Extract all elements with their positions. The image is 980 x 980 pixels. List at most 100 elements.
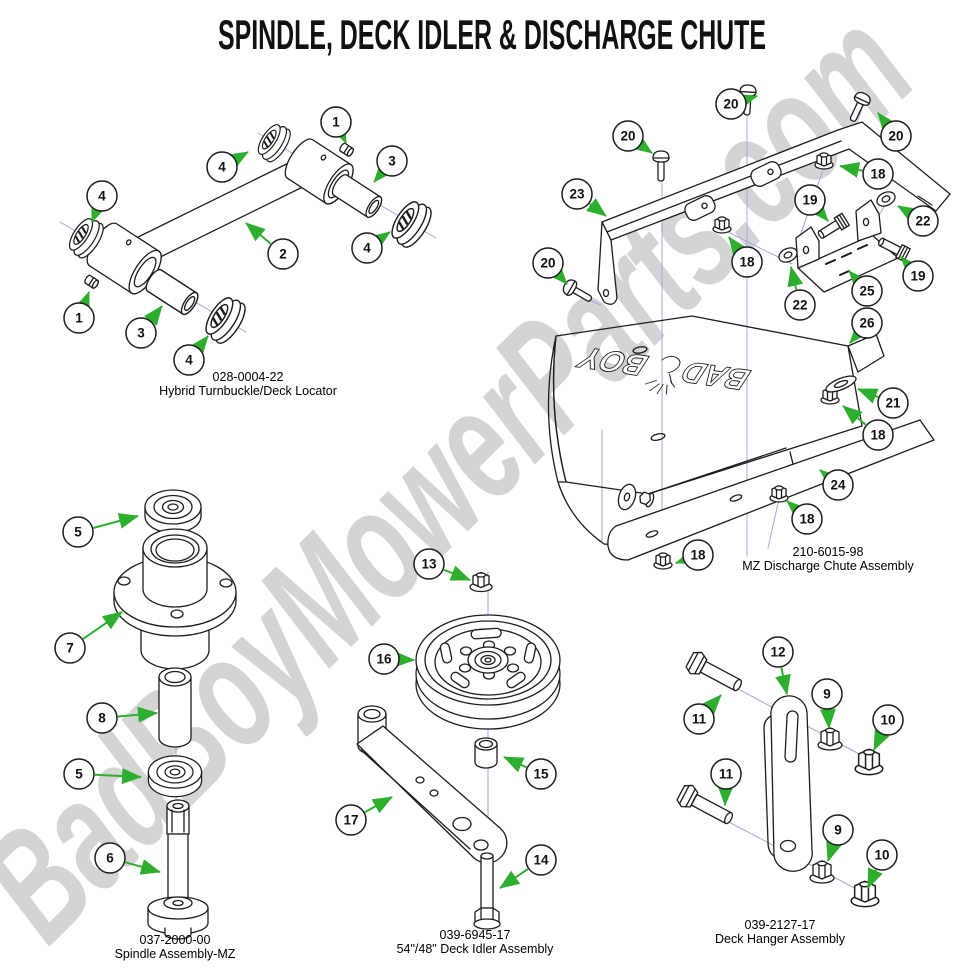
spindle-bearing-bottom: [147, 755, 203, 798]
callout-number: 20: [540, 256, 555, 271]
deck-idler-drawing: [356, 571, 561, 930]
chute-body: [547, 315, 885, 549]
flange-lock-nut: [653, 552, 673, 570]
callout-10: 10: [872, 704, 904, 751]
callout-21: 21: [857, 387, 909, 419]
callout-number: 11: [719, 767, 734, 782]
callout-number: 9: [823, 687, 831, 702]
callout-circle: [762, 636, 794, 668]
callout-number: 18: [870, 167, 886, 182]
callout-number: 4: [218, 160, 226, 175]
callout-22: 22: [784, 266, 816, 321]
spindle-assembly-drawing: [113, 489, 237, 940]
callout-circle: [794, 184, 826, 216]
callout-number: 4: [363, 241, 371, 256]
wall-washer: [617, 483, 637, 511]
callout-circle: [94, 842, 126, 874]
callout-circle: [86, 180, 118, 212]
callout-14: 14: [499, 844, 557, 889]
callout-number: 5: [75, 767, 83, 782]
idler-spacer: [474, 737, 498, 769]
callout-18: 18: [675, 539, 714, 571]
callout-number: 5: [74, 525, 82, 540]
callout-circle: [822, 469, 854, 501]
callout-arrow: [848, 270, 868, 291]
callout-23: 23: [561, 178, 607, 217]
callout-number: 8: [98, 711, 106, 726]
carriage-screw: [849, 91, 871, 122]
callout-number: 11: [692, 712, 707, 727]
callout-11: 11: [710, 758, 742, 806]
part-number: 039-2127-17: [745, 918, 816, 932]
callout-arrow: [728, 236, 747, 258]
callout-arrow: [867, 867, 883, 889]
callout-arrow: [499, 868, 529, 889]
callout-number: 18: [739, 255, 755, 270]
set-screw: [84, 274, 99, 289]
part-name: Deck Hanger Assembly: [715, 932, 846, 946]
callout-number: 20: [723, 97, 738, 112]
hanger-flange-nut-large: [850, 880, 880, 908]
callout-7: 7: [54, 611, 123, 664]
callout-number: 20: [620, 129, 635, 144]
callout-circle: [683, 703, 715, 735]
callout-number: 23: [569, 187, 585, 202]
callout-number: 13: [421, 557, 437, 572]
callout-arrow: [503, 756, 527, 773]
callout-number: 16: [376, 652, 392, 667]
bearing: [205, 297, 246, 344]
callout-circle: [877, 387, 909, 419]
part-number: 210-6015-98: [793, 545, 864, 559]
callout-arrow: [74, 291, 90, 313]
part-name: MZ Discharge Chute Assembly: [742, 559, 914, 573]
callout-4: 4: [206, 151, 249, 183]
spacer-tube: [331, 174, 383, 218]
callout-circle: [862, 419, 894, 451]
callout-number: 24: [830, 478, 846, 493]
callout-circle: [413, 548, 445, 580]
callout-circle: [376, 145, 408, 177]
callout-number: 12: [770, 645, 785, 660]
callout-20: 20: [877, 112, 912, 152]
callout-number: 2: [279, 247, 287, 262]
callout-circle: [335, 804, 367, 836]
callout-circle: [54, 632, 86, 664]
callout-number: 22: [792, 298, 807, 313]
callout-number: 10: [880, 713, 895, 728]
callout-18: 18: [728, 236, 763, 278]
callout-3: 3: [373, 145, 408, 183]
callout-2: 2: [245, 222, 299, 270]
rail-left-plate: [597, 221, 618, 305]
callout-circle: [525, 844, 557, 876]
callout-circle: [710, 758, 742, 790]
idler-bolt: [473, 852, 501, 930]
callout-circle: [62, 516, 94, 548]
part-name: Spindle Assembly-MZ: [115, 947, 236, 961]
callout-number: 25: [859, 284, 875, 299]
idler-pulley: [415, 614, 561, 730]
callout-4: 4: [173, 335, 209, 376]
part-number: 028-0004-22: [213, 370, 284, 384]
hanger-flange-nut-large: [854, 748, 884, 776]
callout-circle: [731, 246, 763, 278]
callout-arrow: [819, 708, 836, 729]
callout-arrow: [786, 500, 807, 520]
callout-circle: [532, 247, 564, 279]
spacer-tube: [145, 268, 199, 316]
callout-number: 14: [533, 853, 549, 868]
callout-number: 26: [859, 316, 875, 331]
callout-arrow: [373, 162, 393, 183]
callout-number: 18: [799, 512, 815, 527]
callout-5: 5: [63, 758, 142, 790]
hinge-tab: [750, 161, 782, 187]
callout-circle: [525, 758, 557, 790]
callout-26: 26: [849, 307, 883, 344]
callout-8: 8: [86, 702, 158, 734]
callout-circle: [63, 302, 95, 334]
callout-number: 7: [66, 641, 74, 656]
